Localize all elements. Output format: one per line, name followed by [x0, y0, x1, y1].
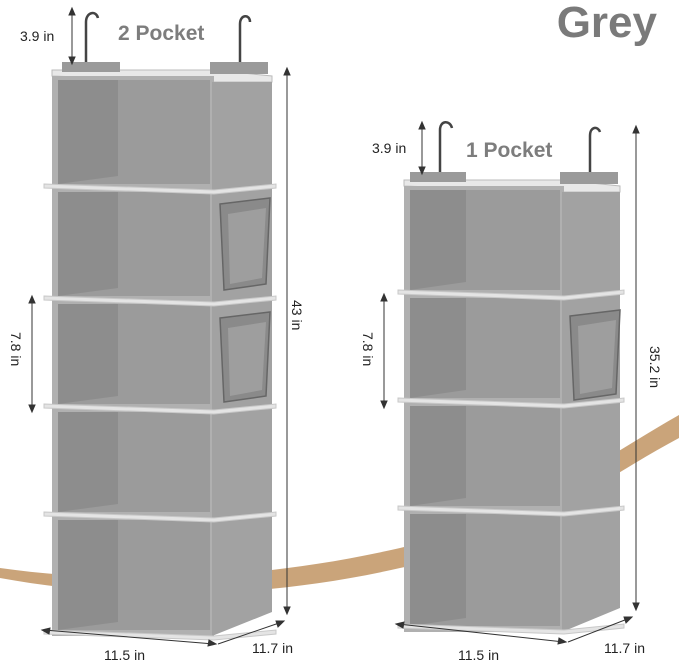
shelf-gap-left: 7.8 in: [8, 332, 24, 367]
hanger-hook-right: [238, 15, 252, 66]
top-gap-left: 3.9 in: [20, 28, 55, 44]
side-pockets-right: [569, 309, 621, 401]
side-pockets-left: [219, 197, 271, 403]
dimension-lines-left: [28, 6, 291, 647]
shelves-left: [43, 183, 277, 641]
width-left: 11.5 in: [104, 647, 145, 663]
compartments-right: [410, 190, 560, 626]
height-right: 35.2 in: [647, 346, 663, 389]
depth-right: 11.7 in: [604, 640, 645, 656]
top-gap-right: 3.9 in: [372, 140, 407, 156]
shelves-right: [397, 289, 625, 635]
organizer-label-1-pocket: 1 Pocket: [466, 139, 553, 162]
organizer-2-pocket: [28, 6, 291, 647]
compartments-left: [58, 80, 210, 630]
color-title: Grey: [556, 0, 657, 47]
hanger-hook-right: [588, 126, 602, 180]
organizer-1-pocket: [380, 120, 640, 645]
depth-left: 11.7 in: [252, 640, 293, 656]
shelf-gap-right: 7.8 in: [360, 332, 376, 367]
hanger-hook-left: [438, 121, 454, 174]
height-left: 43 in: [289, 300, 305, 331]
dimension-lines-right: [380, 120, 640, 645]
organizer-label-2-pocket: 2 Pocket: [118, 22, 205, 45]
width-right: 11.5 in: [458, 647, 499, 663]
hanger-hook-left: [84, 11, 100, 62]
